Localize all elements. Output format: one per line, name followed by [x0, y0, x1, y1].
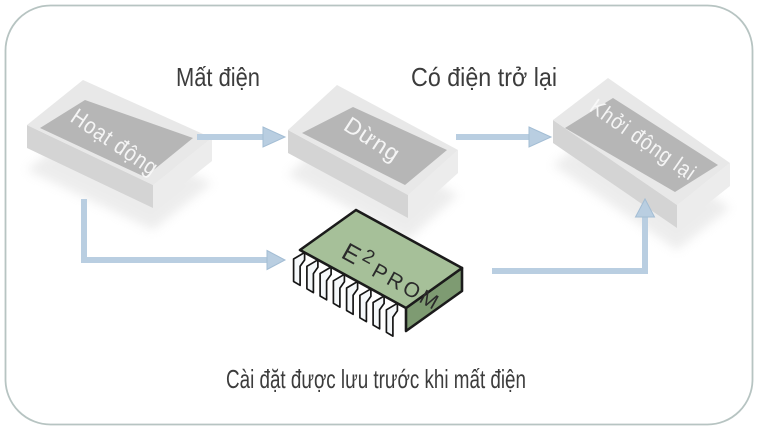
tray-inner-face [565, 98, 718, 192]
transition-label-power-loss: Mất điện [176, 62, 260, 92]
tray-wall-right [153, 138, 212, 208]
chip-pin-icon [385, 302, 399, 337]
transition-label-power-restored: Có điện trở lại [411, 62, 557, 92]
chip-top-face [298, 208, 464, 310]
arrow-right-icon [266, 249, 287, 271]
flow-arrows [81, 126, 656, 274]
chip-pin-icon [359, 287, 372, 323]
rounded-border [4, 4, 754, 426]
eeprom-chip-icon: E2PROM [292, 208, 464, 337]
tray-inner-face [302, 107, 447, 185]
state-tray-stopped: Dừng [288, 85, 458, 240]
chip-pin-icon [306, 258, 319, 294]
elbow-arrow-right-up-shaft [492, 217, 648, 274]
chip-pin-icon [319, 266, 332, 301]
tray-wall-right [408, 150, 458, 218]
state-tray-operating: Hoạt động [27, 80, 212, 230]
chip-pin-icon [332, 273, 346, 308]
chip-pin-icon [345, 280, 359, 316]
tray-wall-left [27, 125, 153, 208]
arrow-right-icon [528, 126, 553, 148]
chip-pin-icon [292, 251, 306, 287]
tray-wall-left [288, 130, 408, 218]
caption: Cài đặt được lưu trước khi mất điện [226, 364, 526, 394]
state-tray-restart: Khởi động lại [553, 78, 730, 250]
chip-pin-icon [372, 295, 385, 330]
arrow-up-icon [634, 197, 656, 218]
tray-inner-face [40, 100, 193, 177]
arrow-right-icon [262, 126, 287, 148]
tray-wall-right [677, 163, 730, 228]
elbow-arrow-down-right-shaft [81, 199, 267, 263]
